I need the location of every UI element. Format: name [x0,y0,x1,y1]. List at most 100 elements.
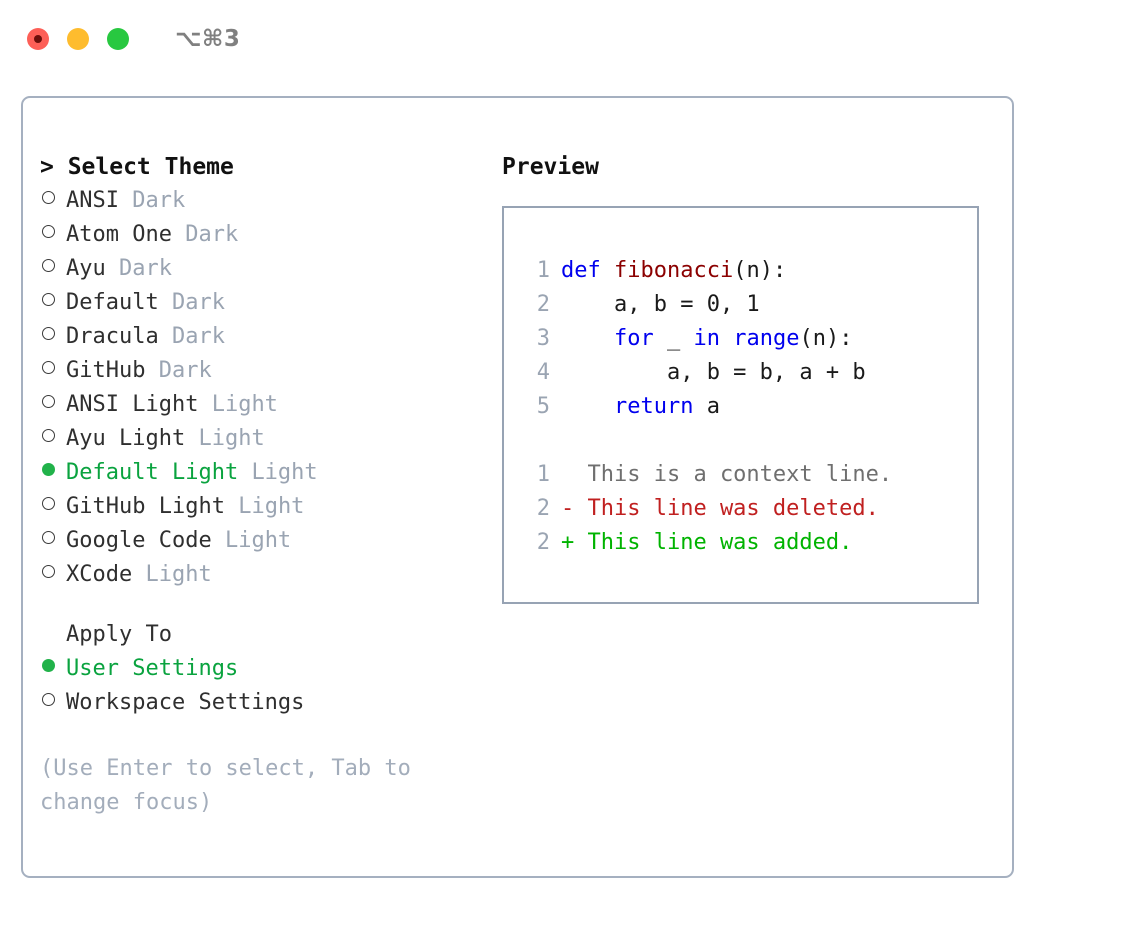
radio-dot [42,191,55,204]
label-spacer [185,422,198,456]
code-token-keyword: def [561,258,614,283]
label-spacer [119,184,132,218]
radio-dot [42,259,55,272]
diff-line-number: 2 [536,496,550,521]
diff-line: 2 - This line was deleted. [520,492,969,526]
theme-name-label: GitHub [66,358,146,383]
theme-list-item[interactable]: Atom One Dark [40,218,490,252]
maximize-button-icon[interactable] [107,28,129,50]
theme-list-item[interactable]: ANSI Light Light [40,388,490,422]
diff-line-text: - This line was deleted. [561,496,879,521]
diff-line: 2+ This line was added. [520,526,969,560]
code-token-keyword: return [613,394,694,419]
code-line-text: a, b = b, a + b [561,356,866,390]
theme-name-label: Atom One [66,222,172,247]
theme-variant-tag: Dark [119,256,172,281]
label-spacer [145,354,158,388]
code-line: 5 return a [520,390,969,424]
code-token-function: fibonacci [613,258,734,283]
apply-to-option[interactable]: Workspace Settings [40,686,490,720]
theme-name-label: Ayu Light [66,426,186,451]
theme-name-label: GitHub Light [66,494,225,519]
close-button-icon[interactable] [27,28,49,50]
theme-list-item[interactable]: XCode Light [40,558,490,592]
apply-to-label: Workspace Settings [66,690,305,715]
radio-dot [42,659,55,672]
radio-dot [42,293,55,306]
code-token-plain [720,326,733,351]
code-token-keyword: for [613,326,654,351]
theme-variant-tag: Light [251,460,318,485]
label-spacer [212,524,225,558]
label-spacer [198,388,211,422]
theme-variant-tag: Light [145,562,212,587]
theme-list-item[interactable]: Google Code Light [40,524,490,558]
keyboard-shortcut-label: ⌥⌘3 [175,26,241,52]
code-diff-spacer [520,424,969,458]
radio-dot [42,327,55,340]
code-token-plain: (n): [799,326,853,351]
code-line-number: 2 [536,292,550,317]
code-line-text: def fibonacci(n): [561,254,786,288]
code-line-text: a, b = 0, 1 [561,288,760,322]
label-spacer [132,558,145,592]
label-spacer [225,490,238,524]
radio-dot [42,395,55,408]
theme-name-label: ANSI [66,188,119,213]
theme-variant-tag: Dark [185,222,239,247]
theme-name-label: Default Light [66,460,239,485]
diff-line-text: + This line was added. [561,530,853,555]
code-line-number: 3 [536,326,550,351]
theme-variant-tag: Light [224,528,292,553]
theme-list-item[interactable]: ANSI Dark [40,184,490,218]
theme-list-item[interactable]: Ayu Light Light [40,422,490,456]
theme-name-label: Google Code [66,528,212,553]
theme-list-item[interactable]: GitHub Dark [40,354,490,388]
theme-list-item[interactable]: GitHub Light Light [40,490,490,524]
theme-name-label: Ayu [66,256,106,281]
theme-name-label: XCode [66,562,133,587]
theme-list-item[interactable]: Default Dark [40,286,490,320]
radio-dot [42,429,55,442]
theme-variant-tag: Light [211,392,278,417]
diff-line: 1 This is a context line. [520,458,969,492]
code-token-plain: a, b = 0, 1 [561,292,760,317]
theme-name-label: Dracula [66,324,159,349]
theme-list-item[interactable]: Default Light Light [40,456,490,490]
label-spacer [172,218,185,252]
theme-list-item[interactable]: Dracula Dark [40,320,490,354]
radio-dot [42,463,55,476]
keyboard-hint-text: (Use Enter to select, Tab to change focu… [40,756,411,815]
preview-heading: Preview [502,154,599,180]
radio-dot [42,361,55,374]
code-line-text: for _ in range(n): [561,322,852,356]
theme-name-label: ANSI Light [66,392,199,417]
theme-list-item[interactable]: Ayu Dark [40,252,490,286]
select-theme-heading: > Select Theme [40,154,234,180]
label-spacer [159,286,172,320]
radio-dot [42,225,55,238]
code-token-plain: a, b = b, a + b [561,360,866,385]
radio-dot [42,497,55,510]
code-line: 3 for _ in range(n): [520,322,969,356]
apply-to-option[interactable]: User Settings [40,652,490,686]
diff-line-number: 1 [536,462,550,487]
diff-line-text: This is a context line. [561,462,893,487]
theme-variant-tag: Dark [132,188,186,213]
theme-variant-tag: Dark [158,358,212,383]
theme-variant-tag: Light [238,494,305,519]
minimize-button-icon[interactable] [67,28,89,50]
title-bar: ⌥⌘3 [0,0,1140,78]
theme-variant-tag: Light [198,426,265,451]
